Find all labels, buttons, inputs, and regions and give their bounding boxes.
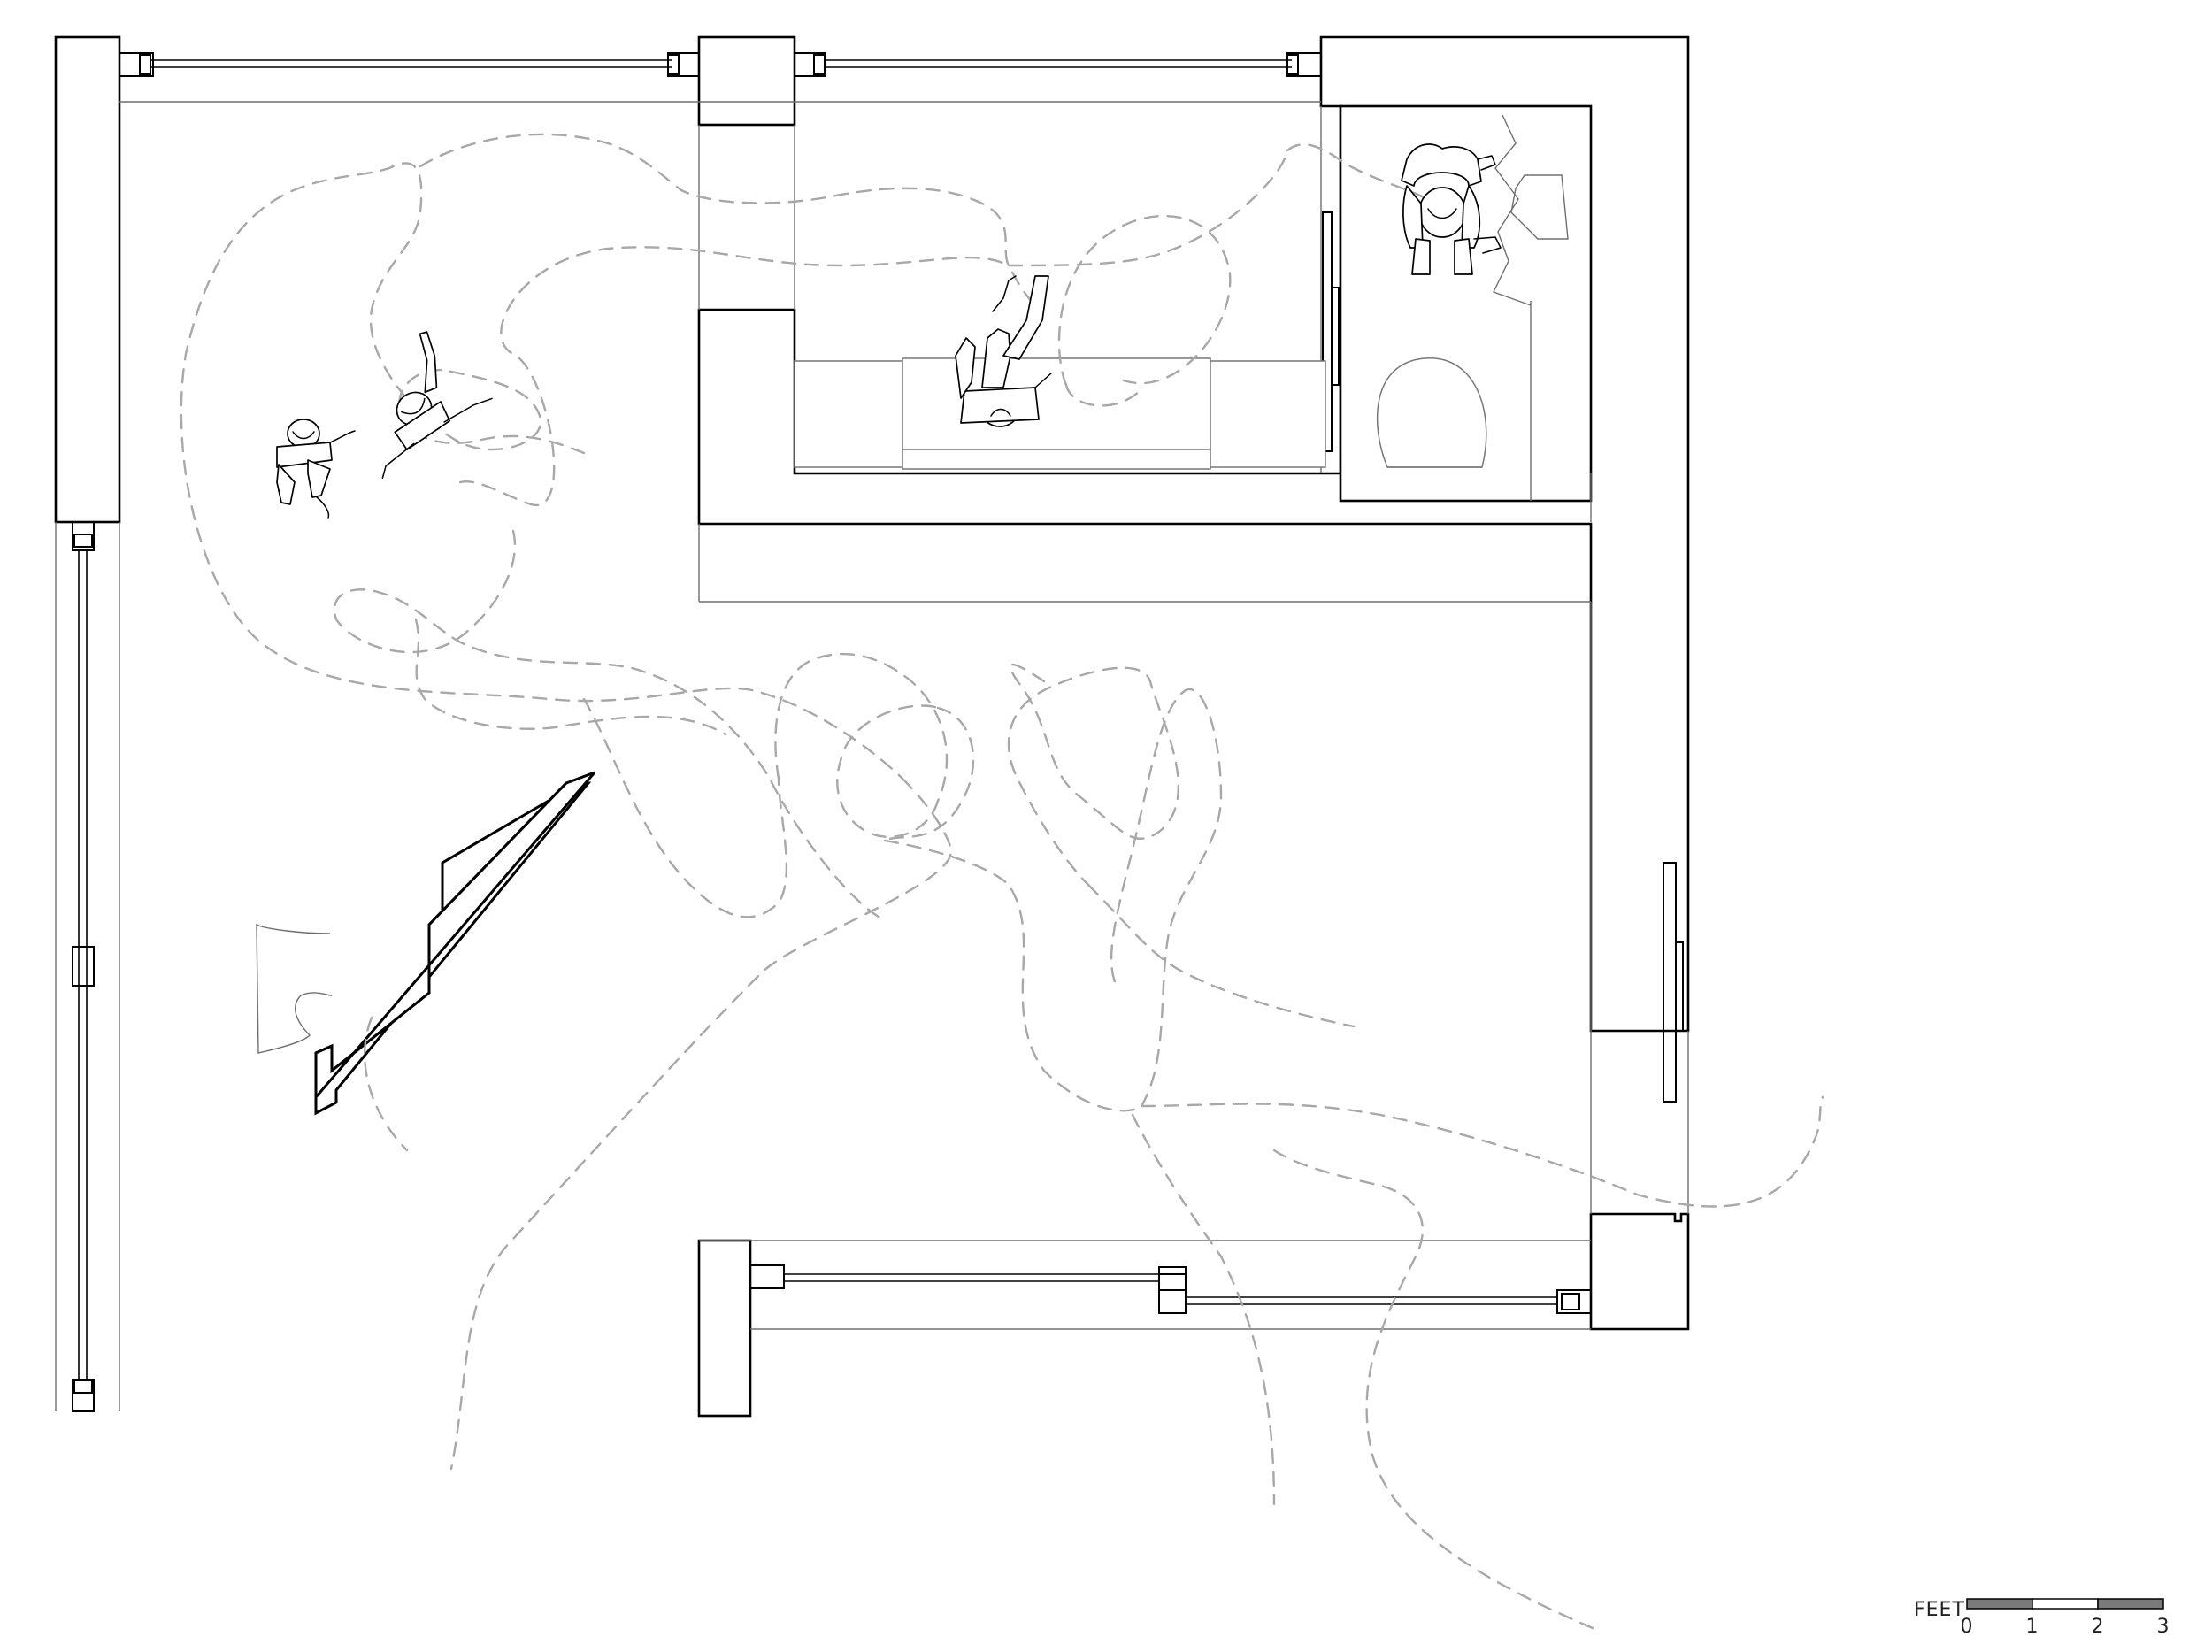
scale-tick-2: 2 xyxy=(2092,1616,2105,1638)
person-child-right xyxy=(381,331,493,480)
sliding-door-top-right xyxy=(794,52,1322,77)
mirror-panel xyxy=(1493,114,1569,306)
left-wall-pier xyxy=(54,35,121,524)
scale-segment-3 xyxy=(2097,1598,2164,1610)
scale-segment-2 xyxy=(2032,1598,2099,1610)
partition-screens xyxy=(1322,211,1684,1103)
bench xyxy=(794,357,1326,470)
person-walking-bench-room xyxy=(955,275,1052,427)
person-child-left xyxy=(276,419,356,519)
sliding-door-left xyxy=(72,521,95,1412)
lounge-chair xyxy=(1376,357,1487,468)
scale-tick-0: 0 xyxy=(1961,1616,1974,1638)
triangular-railing xyxy=(256,771,596,1116)
sliding-door-top-left xyxy=(119,52,700,77)
person-seated-dressing-room xyxy=(1401,143,1502,275)
top-center-pier xyxy=(697,35,796,127)
guide-lines xyxy=(55,101,1689,1411)
bottom-left-pier xyxy=(697,1239,752,1418)
walls xyxy=(54,35,1690,1418)
scale-segment-1 xyxy=(1966,1598,2033,1610)
lower-right-pier xyxy=(1589,1212,1690,1331)
circulation-paths xyxy=(180,133,1824,1630)
scale-tick-3: 3 xyxy=(2157,1616,2170,1638)
railing-gate xyxy=(256,923,333,1054)
scale-tick-1: 1 xyxy=(2026,1616,2039,1638)
scale-bar: FEET 0 1 2 3 xyxy=(1914,1598,2170,1638)
scale-unit-label: FEET xyxy=(1914,1599,1965,1621)
sliding-door-bottom xyxy=(749,1264,1592,1314)
